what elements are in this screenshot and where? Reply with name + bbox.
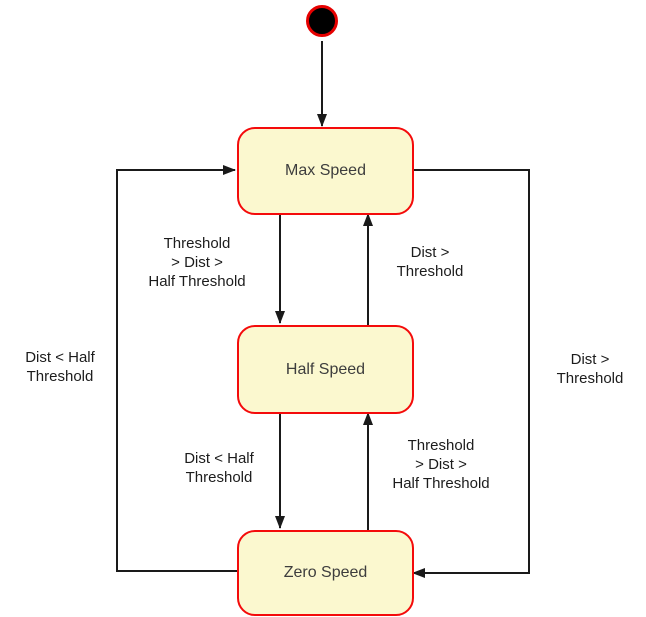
transition-label-zero-to-half: Threshold > Dist > Half Threshold [392,437,490,492]
state-zero-speed: Zero Speed [237,530,414,616]
arrow-zero-to-max [116,165,237,572]
transition-label-half-to-max: Dist > Threshold [396,244,464,280]
state-zero-speed-label: Zero Speed [283,564,368,581]
state-max-speed-label: Max Speed [285,162,366,179]
transition-label-max-to-zero: Dist > Threshold [556,351,624,387]
transition-label-max-to-half: Threshold > Dist > Half Threshold [148,235,246,290]
arrow-max-to-zero [411,169,530,578]
state-half-speed-label: Half Speed [285,360,366,378]
transition-label-zero-to-max: Dist < Half Threshold [25,349,95,385]
initial-state-node [306,5,338,37]
state-half-speed: Half Speed [237,325,414,414]
state-max-speed: Max Speed [237,127,414,215]
transition-label-half-to-zero: Dist < Half Threshold [184,450,254,486]
